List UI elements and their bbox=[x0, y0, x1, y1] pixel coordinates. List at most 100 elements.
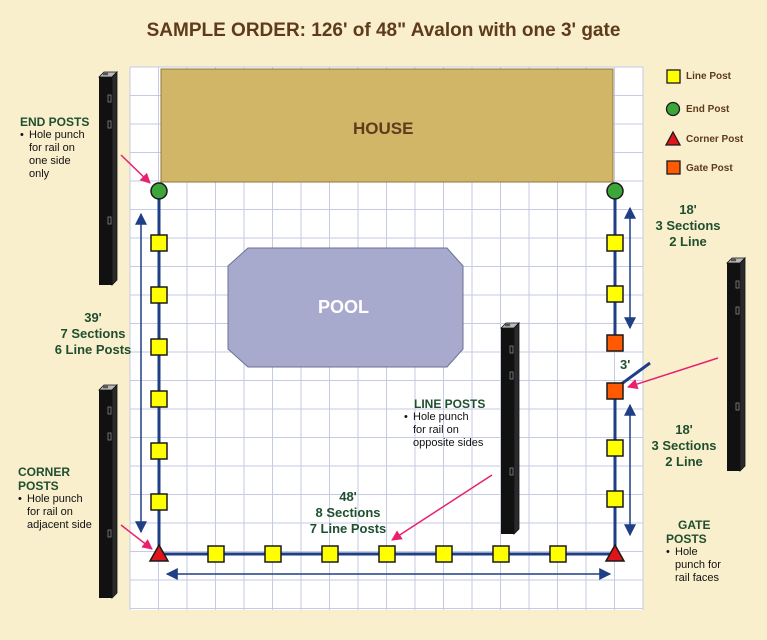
house-area bbox=[160, 68, 614, 183]
legend-corner-post: Corner Post bbox=[686, 134, 744, 145]
fence-posts bbox=[148, 182, 626, 563]
legend-gate-post-icon bbox=[666, 160, 681, 175]
line-post bbox=[549, 545, 567, 563]
line-post bbox=[207, 545, 225, 563]
gate-posts-callout: GATE POSTS • Hole punch for rail faces bbox=[666, 518, 721, 585]
dim-label-bottom: 48' 8 Sections 7 Line Posts bbox=[298, 489, 398, 537]
corner-posts-callout: CORNER POSTS • Hole punch for rail on ad… bbox=[18, 465, 92, 532]
line-posts-callout: LINE POSTS • Hole punch for rail on oppo… bbox=[404, 397, 485, 450]
line-posts-text: for rail on bbox=[413, 424, 459, 436]
rail-hole bbox=[735, 402, 740, 411]
legend-line-post-icon bbox=[666, 69, 681, 84]
gate-width-label: 3' bbox=[620, 357, 631, 372]
corner-post-left bbox=[148, 543, 170, 562]
dim-posts: 6 Line Posts bbox=[54, 342, 132, 357]
dimension-arrows bbox=[135, 206, 636, 580]
rail-hole bbox=[107, 120, 112, 129]
pool-area bbox=[227, 247, 464, 368]
rail-hole bbox=[107, 529, 112, 538]
corner-posts-heading: POSTS bbox=[18, 479, 59, 493]
line-post bbox=[435, 545, 453, 563]
rail-hole bbox=[107, 432, 112, 441]
corner-posts-text: for rail on bbox=[27, 506, 73, 518]
dim-posts: 2 Line bbox=[665, 454, 703, 469]
corner-post-right bbox=[604, 543, 626, 562]
legend-corner-post-icon bbox=[664, 130, 682, 146]
page-title: SAMPLE ORDER: 126' of 48" Avalon with on… bbox=[146, 20, 621, 41]
end-post-right bbox=[606, 182, 624, 200]
pointer-corner-post bbox=[120, 524, 153, 550]
dim-posts: 2 Line bbox=[669, 234, 707, 249]
dim-sections: 3 Sections bbox=[651, 438, 717, 453]
corner-posts-text: Hole punch bbox=[27, 493, 83, 505]
dim-length: 18' bbox=[675, 422, 693, 437]
line-posts-text: opposite sides bbox=[413, 437, 484, 449]
rail-hole bbox=[509, 371, 514, 380]
bullet-icon: • bbox=[666, 546, 670, 558]
corner-posts-text: adjacent side bbox=[27, 519, 92, 531]
dim-label-right-bottom: 18' 3 Sections 2 Line bbox=[634, 422, 734, 470]
bullet-icon: • bbox=[404, 411, 408, 423]
line-post bbox=[492, 545, 510, 563]
line-posts-heading: LINE POSTS bbox=[414, 397, 486, 411]
pointer-gate-post bbox=[627, 357, 719, 390]
gate-posts-text: punch for bbox=[675, 559, 721, 571]
line-post bbox=[606, 439, 624, 457]
line-post bbox=[150, 493, 168, 511]
gate-post-bottom bbox=[606, 382, 624, 400]
post-illustration bbox=[98, 71, 118, 286]
dim-label-right-top: 18' 3 Sections 2 Line bbox=[638, 202, 738, 250]
line-post bbox=[606, 490, 624, 508]
dim-sections: 3 Sections bbox=[655, 218, 721, 233]
pointer-arrows bbox=[120, 154, 719, 550]
rail-hole bbox=[509, 467, 514, 476]
corner-posts-heading: CORNER bbox=[18, 465, 71, 479]
dim-sections: 7 Sections bbox=[60, 326, 126, 341]
line-post bbox=[150, 338, 168, 356]
gate-leaf bbox=[619, 361, 651, 387]
dim-label-left: 39' 7 Sections 6 Line Posts bbox=[48, 310, 138, 358]
post-illustration bbox=[98, 384, 118, 599]
bullet-icon: • bbox=[20, 129, 24, 141]
line-posts-text: Hole punch bbox=[413, 411, 469, 423]
line-post bbox=[150, 286, 168, 304]
end-posts-text: one side bbox=[29, 155, 71, 167]
dim-length: 39' bbox=[84, 310, 102, 325]
end-post-left bbox=[150, 182, 168, 200]
line-posts bbox=[150, 234, 624, 563]
rail-hole bbox=[107, 94, 112, 103]
end-posts-text: for rail on bbox=[29, 142, 75, 154]
line-post bbox=[150, 234, 168, 252]
line-post bbox=[150, 390, 168, 408]
legend-gate-post: Gate Post bbox=[686, 163, 733, 174]
bullet-icon: • bbox=[18, 493, 22, 505]
end-posts-heading: END POSTS bbox=[20, 115, 90, 129]
end-posts-text: only bbox=[29, 168, 50, 180]
legend-line-post: Line Post bbox=[686, 71, 732, 82]
line-post bbox=[606, 285, 624, 303]
dim-length: 18' bbox=[679, 202, 697, 217]
post-illustrations bbox=[98, 71, 746, 599]
rail-hole bbox=[107, 406, 112, 415]
house-label: HOUSE bbox=[353, 119, 414, 138]
end-posts-callout: END POSTS • Hole punch for rail on one s… bbox=[20, 115, 89, 181]
pointer-line-post bbox=[391, 474, 493, 541]
legend-symbols bbox=[664, 69, 682, 175]
rail-hole bbox=[107, 216, 112, 225]
line-post bbox=[150, 442, 168, 460]
gate-posts-heading: GATE bbox=[678, 518, 711, 532]
legend-end-post: End Post bbox=[686, 104, 730, 115]
rail-hole bbox=[735, 280, 740, 289]
legend-end-post-icon bbox=[665, 101, 681, 117]
line-post bbox=[321, 545, 339, 563]
pointer-end-post bbox=[120, 154, 151, 184]
post-illustration bbox=[500, 322, 520, 535]
line-post bbox=[606, 234, 624, 252]
line-post bbox=[378, 545, 396, 563]
line-post bbox=[264, 545, 282, 563]
dim-posts: 7 Line Posts bbox=[309, 521, 387, 536]
post-illustration bbox=[726, 257, 746, 472]
rail-hole bbox=[735, 306, 740, 315]
